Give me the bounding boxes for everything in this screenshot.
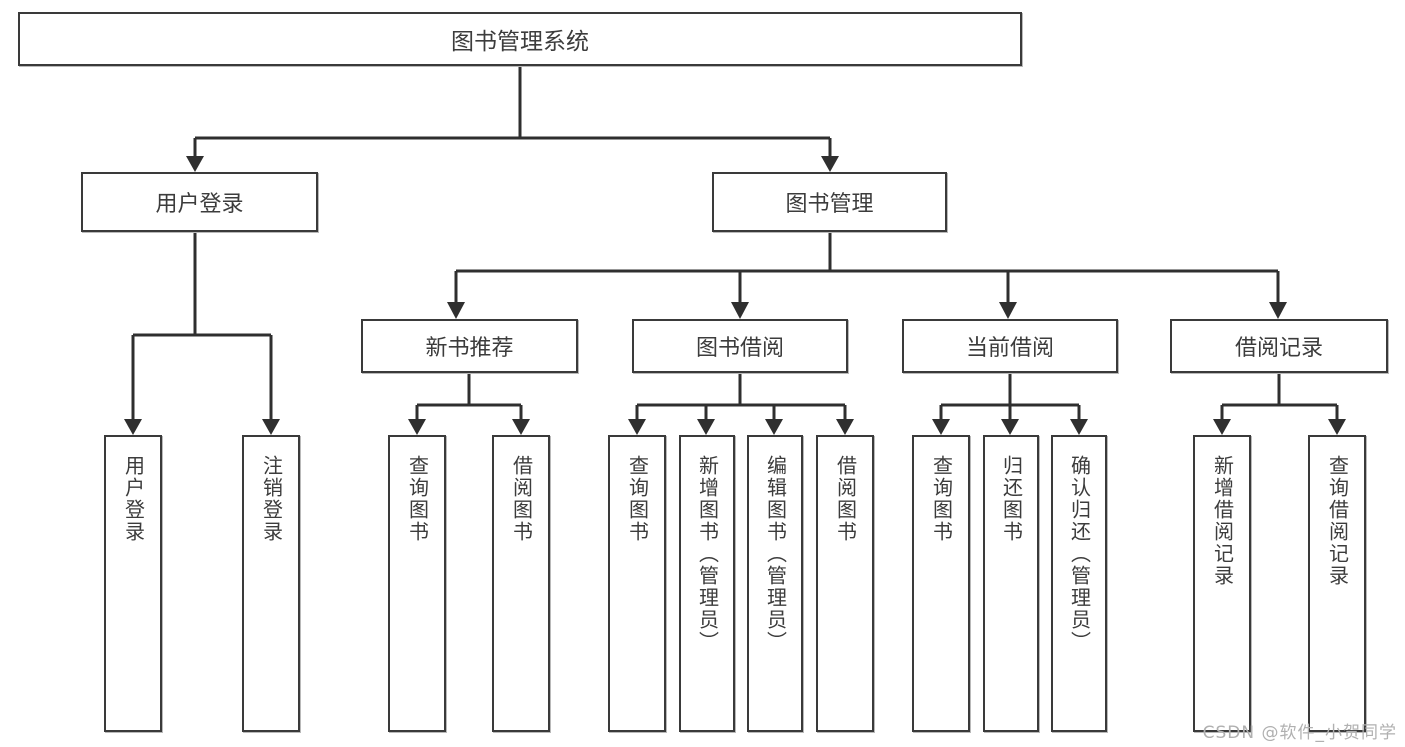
node-leaf-query-book-1-label: 查询图书 (405, 455, 430, 543)
node-root[interactable]: 图书管理系统 (18, 12, 1022, 66)
arrow-leaf-add-record (1213, 419, 1231, 435)
node-leaf-add-record[interactable]: 新增借阅记录 (1193, 435, 1251, 732)
node-leaf-query-record[interactable]: 查询借阅记录 (1308, 435, 1366, 732)
arrow-leaf-query-book-1 (408, 419, 426, 435)
arrow-leaf-confirm-return (1070, 419, 1088, 435)
arrow-new-book-rec (447, 302, 465, 319)
node-leaf-query-book-3[interactable]: 查询图书 (912, 435, 970, 732)
node-new-book-rec-label: 新书推荐 (425, 336, 514, 361)
node-user-login[interactable]: 用户登录 (81, 172, 318, 232)
node-book-manage[interactable]: 图书管理 (712, 172, 947, 232)
node-leaf-add-book[interactable]: 新增图书（管理员） (679, 435, 735, 732)
arrow-current-borrow (999, 302, 1017, 319)
node-leaf-return-book-label: 归还图书 (999, 455, 1024, 543)
arrow-leaf-query-record (1328, 419, 1346, 435)
arrow-userlogin (186, 156, 204, 172)
arrow-leaf-edit-book (765, 419, 783, 435)
arrow-bookmanage (821, 156, 839, 172)
node-leaf-user-logout[interactable]: 注销登录 (242, 435, 300, 732)
node-user-login-label: 用户登录 (155, 192, 244, 217)
node-leaf-borrow-book-1-label: 借阅图书 (509, 455, 534, 543)
node-leaf-query-book-2[interactable]: 查询图书 (608, 435, 666, 732)
node-leaf-edit-book-label: 编辑图书（管理员） (763, 455, 788, 653)
node-new-book-rec[interactable]: 新书推荐 (361, 319, 578, 373)
node-leaf-user-logout-label: 注销登录 (259, 455, 284, 543)
csdn-watermark: CSDN @软件_小贺同学 (1202, 723, 1397, 743)
node-leaf-user-login-label: 用户登录 (121, 455, 146, 543)
arrow-leaf-return-book (1001, 419, 1019, 435)
node-leaf-borrow-book-1[interactable]: 借阅图书 (492, 435, 550, 732)
arrow-leaf-borrow-book-1 (512, 419, 530, 435)
node-leaf-query-book-2-label: 查询图书 (625, 455, 650, 543)
node-leaf-add-record-label: 新增借阅记录 (1210, 455, 1235, 587)
node-leaf-add-book-label: 新增图书（管理员） (695, 455, 720, 653)
node-root-label: 图书管理系统 (451, 29, 589, 55)
arrow-leaf-user-logout (262, 419, 280, 435)
node-leaf-query-book-3-label: 查询图书 (929, 455, 954, 543)
node-book-borrow[interactable]: 图书借阅 (632, 319, 848, 373)
node-book-borrow-label: 图书借阅 (695, 336, 784, 361)
node-borrow-record[interactable]: 借阅记录 (1170, 319, 1388, 373)
arrow-leaf-query-book-3 (932, 419, 950, 435)
node-leaf-confirm-return[interactable]: 确认归还（管理员） (1051, 435, 1107, 732)
arrow-leaf-add-book (697, 419, 715, 435)
node-current-borrow-label: 当前借阅 (965, 336, 1054, 361)
node-leaf-borrow-book-2-label: 借阅图书 (833, 455, 858, 543)
node-book-manage-label: 图书管理 (785, 192, 874, 217)
node-current-borrow[interactable]: 当前借阅 (902, 319, 1118, 373)
node-borrow-record-label: 借阅记录 (1234, 336, 1323, 361)
node-leaf-edit-book[interactable]: 编辑图书（管理员） (747, 435, 803, 732)
node-leaf-query-book-1[interactable]: 查询图书 (388, 435, 446, 732)
node-leaf-user-login[interactable]: 用户登录 (104, 435, 162, 732)
node-leaf-borrow-book-2[interactable]: 借阅图书 (816, 435, 874, 732)
arrow-leaf-borrow-book-2 (836, 419, 854, 435)
node-leaf-query-record-label: 查询借阅记录 (1325, 455, 1350, 587)
arrow-leaf-query-book-2 (628, 419, 646, 435)
arrow-borrow-record (1269, 302, 1287, 319)
node-leaf-return-book[interactable]: 归还图书 (983, 435, 1039, 732)
arrow-leaf-user-login (124, 419, 142, 435)
arrow-book-borrow (731, 302, 749, 319)
node-leaf-confirm-return-label: 确认归还（管理员） (1067, 455, 1092, 653)
